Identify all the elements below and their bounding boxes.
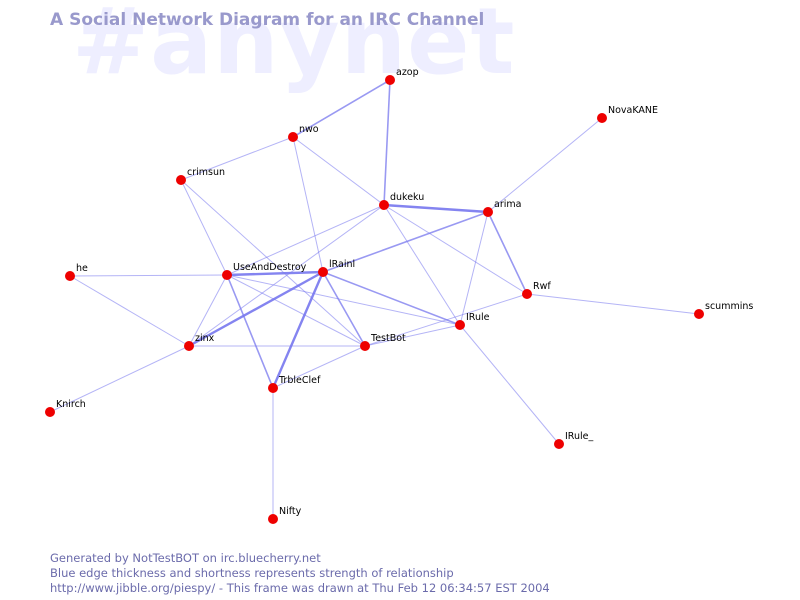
node-label: scummins [705,301,753,312]
node-label: crimsun [187,167,225,178]
node-label: dukeku [390,192,424,203]
node-he[interactable]: he [65,263,88,281]
footer-legend-note: Blue edge thickness and shortness repres… [50,566,454,580]
node-dot[interactable] [288,132,298,142]
node-Knirch[interactable]: Knirch [45,399,86,417]
node-label: NovaKANE [608,105,658,116]
node-label: Knirch [56,399,86,410]
edge-nwo-dukeku [292,136,385,206]
node-label: he [76,263,88,274]
edge-he-zinx [69,275,190,347]
diagram-title: A Social Network Diagram for an IRC Chan… [50,10,485,30]
edge-azop-nwo [292,79,391,138]
node-dot[interactable] [455,320,465,330]
node-dot[interactable] [483,207,493,217]
edge-arima-IRainI [322,211,489,273]
node-azop[interactable]: azop [385,67,419,85]
channel-watermark: #anynet [72,0,516,95]
node-label: azop [396,67,419,78]
edge-UseAndDestroy-zinx [188,274,228,347]
node-dot[interactable] [65,271,75,281]
node-Rwf[interactable]: Rwf [522,281,551,299]
node-dukeku[interactable]: dukeku [379,192,424,210]
node-IRule_[interactable]: IRule_ [554,431,593,449]
node-crimsun[interactable]: crimsun [176,167,225,185]
edge-IRainI-TrbleClef [271,270,325,390]
node-label: Nifty [279,506,302,517]
footer-url-timestamp[interactable]: http://www.jibble.org/piespy/ - This fra… [50,581,550,595]
node-dot[interactable] [597,113,607,123]
edge-crimsun-UseAndDestroy [180,179,228,276]
node-zinx[interactable]: zinx [184,333,215,351]
node-label: UseAndDestroy [233,262,307,273]
edge-arima-IRule [459,211,489,326]
node-label: arima [494,199,521,210]
node-Nifty[interactable]: Nifty [268,506,302,524]
edge-UseAndDestroy-TestBot [226,274,366,347]
node-label: lRainl [329,259,355,270]
node-dot[interactable] [379,200,389,210]
edge-dukeku-UseAndDestroy [226,204,385,276]
node-dot[interactable] [45,407,55,417]
node-label: Rwf [533,281,551,292]
edge-dukeku-Rwf [383,204,528,295]
edge-TestBot-TrbleClef [272,345,366,389]
node-TrbleClef[interactable]: TrbleClef [268,375,321,393]
node-TestBot[interactable]: TestBot [360,333,406,351]
edge-azop-dukeku [383,79,391,206]
edge-nwo-IRainI [292,136,324,273]
footer-generated-by: Generated by NotTestBOT on irc.bluecherr… [50,551,321,565]
node-dot[interactable] [522,289,532,299]
node-label: TrbleClef [278,375,321,386]
node-dot[interactable] [176,175,186,185]
node-dot[interactable] [184,341,194,351]
node-nwo[interactable]: nwo [288,124,319,142]
node-label: nwo [299,124,319,135]
node-scummins[interactable]: scummins [694,301,753,319]
node-NovaKANE[interactable]: NovaKANE [597,105,658,123]
node-dot[interactable] [222,270,232,280]
node-label: zinx [195,333,215,344]
node-IRule[interactable]: IRule [455,312,490,330]
node-dot[interactable] [268,383,278,393]
edge-dukeku-IRule [383,204,461,326]
edge-dukeku-arima [382,203,490,214]
node-arima[interactable]: arima [483,199,521,217]
edge-arima-Rwf [487,211,528,295]
node-dot[interactable] [554,439,564,449]
edge-IRainI-zinx [187,270,325,348]
edge-IRule-TestBot [364,324,461,347]
node-label: IRule_ [565,431,593,442]
edge-IRainI-IRule [322,271,461,326]
edge-nwo-crimsun [180,136,294,181]
edge-he-UseAndDestroy [69,274,228,277]
edge-UseAndDestroy-IRule [226,274,461,326]
edge-UseAndDestroy-IRainI [225,270,325,277]
node-dot[interactable] [360,341,370,351]
edge-dukeku-zinx [188,204,385,347]
edges-layer [49,79,700,520]
edge-crimsun-TestBot [180,179,366,347]
node-UseAndDestroy[interactable]: UseAndDestroy [222,262,307,280]
node-IRainI[interactable]: lRainl [318,259,355,277]
edge-Rwf-scummins [526,293,700,315]
footer: Generated by NotTestBOT on irc.bluecherr… [50,551,550,596]
edge-UseAndDestroy-TrbleClef [226,274,274,389]
node-dot[interactable] [318,267,328,277]
node-label: IRule [466,312,490,323]
node-dot[interactable] [694,309,704,319]
node-dot[interactable] [385,75,395,85]
edge-IRainI-TestBot [322,271,366,347]
node-label: TestBot [370,333,406,344]
edge-IRule-IRule_ [459,324,560,445]
edge-Rwf-TestBot [364,293,528,347]
node-dot[interactable] [268,514,278,524]
edge-zinx-Knirch [49,345,190,413]
edge-NovaKANE-arima [487,117,603,213]
